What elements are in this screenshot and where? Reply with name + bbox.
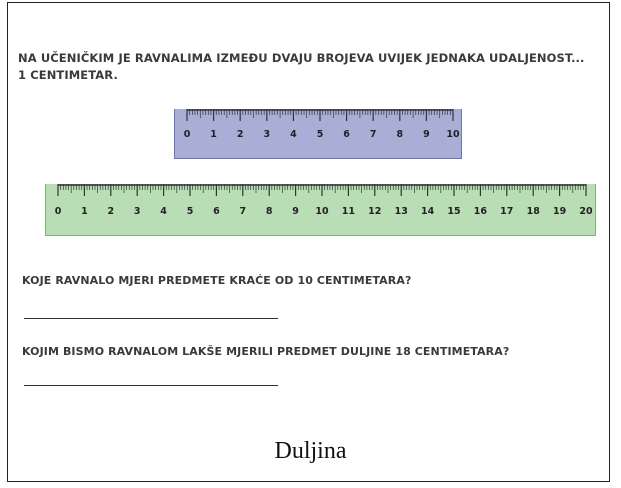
large-ruler-label: 2 [107,206,114,217]
large-ruler-label: 1 [81,206,88,217]
intro-text: NA UČENIČKIM JE RAVNALIMA IZMEĐU DVAJU B… [18,51,585,82]
small-ruler-label: 10 [446,129,460,140]
large-ruler-label: 19 [553,206,566,217]
large-ruler-label: 15 [447,206,460,217]
small-ruler-label: 9 [423,129,430,140]
small-ruler-label: 1 [210,129,217,140]
large-ruler-label: 7 [239,206,246,217]
large-ruler-label: 10 [315,206,329,217]
large-ruler-label: 14 [421,206,435,217]
large-ruler-label: 17 [500,206,513,217]
large-ruler-label: 5 [187,206,194,217]
large-ruler-label: 6 [213,206,220,217]
answer-line-2[interactable] [24,385,278,386]
small-ruler-label: 3 [263,129,270,140]
large-ruler-label: 18 [527,206,541,217]
large-ruler-label: 11 [342,206,355,217]
small-ruler-label: 2 [237,129,244,140]
large-ruler-label: 4 [160,206,167,217]
large-ruler-label: 12 [368,206,381,217]
small-ruler-label: 4 [290,129,297,140]
large-ruler-label: 13 [395,206,408,217]
caption: Duljina [274,438,347,464]
page-frame [7,2,610,482]
small-ruler-scale: 0 1 2 3 4 5 6 7 8 9 10 [184,109,460,140]
small-ruler-label: 5 [317,129,324,140]
small-ruler-label: 8 [396,129,403,140]
small-ruler-label: 7 [370,129,377,140]
question-2: KOJIM BISMO RAVNALOM LAKŠE MJERILI PREDM… [22,345,510,358]
large-ruler-label: 20 [579,206,593,217]
large-ruler-label: 8 [266,206,273,217]
answer-line-1[interactable] [24,318,278,319]
small-ruler-label: 0 [184,129,191,140]
large-ruler-label: 16 [474,206,488,217]
small-ruler-label: 6 [343,129,350,140]
large-ruler-label: 0 [55,206,62,217]
question-1: KOJE RAVNALO MJERI PREDMETE KRAĆE OD 10 … [22,274,412,287]
small-ruler: 0 1 2 3 4 5 6 7 8 9 10 [174,109,462,159]
large-ruler-label: 9 [292,206,299,217]
large-ruler-label: 3 [134,206,141,217]
